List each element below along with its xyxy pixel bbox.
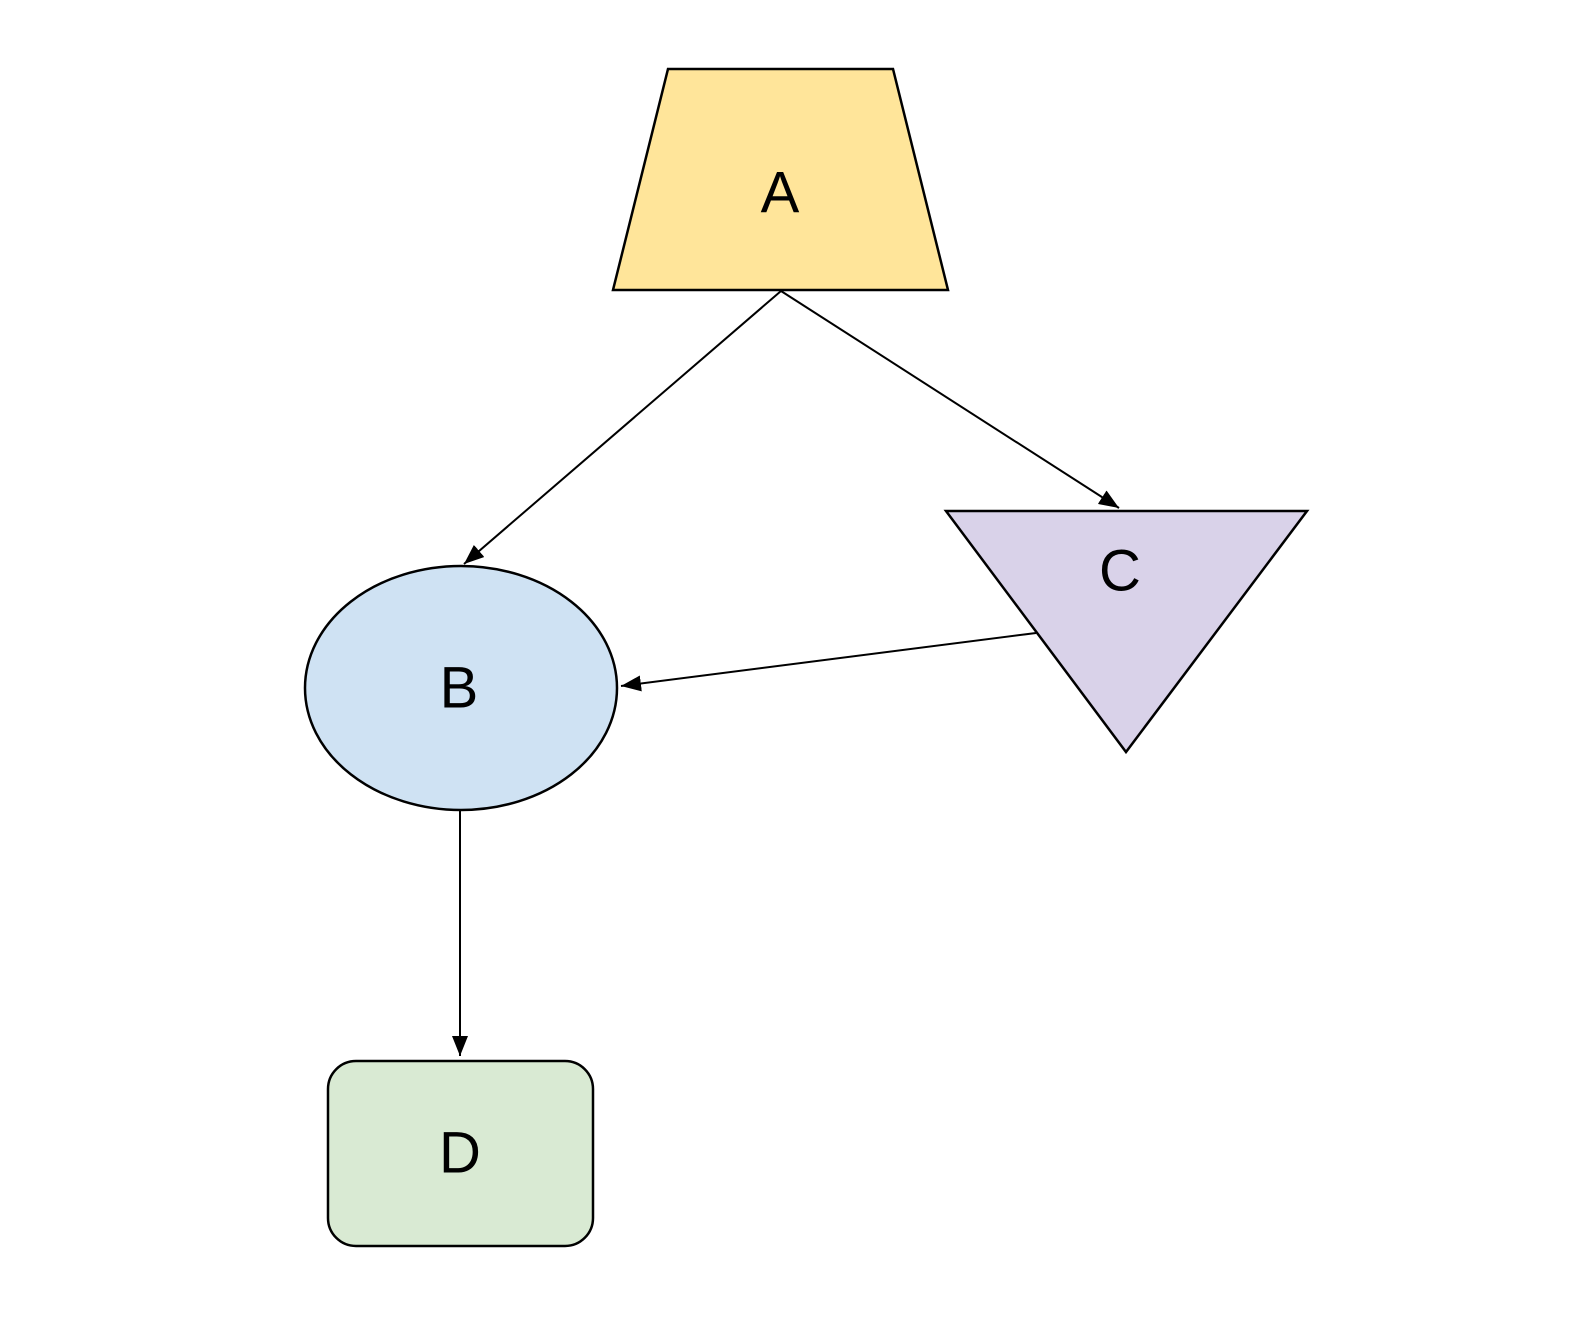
node-c: C [943, 509, 1310, 755]
node-d-label: D [439, 1121, 481, 1186]
edge-a-to-c-arrow [780, 290, 1120, 509]
node-b: B [303, 564, 619, 812]
node-b-label: B [440, 656, 479, 721]
inverted-triangle-shape [943, 509, 1310, 755]
edges-group [452, 290, 1120, 1056]
rounded-rectangle-shape [326, 1059, 595, 1248]
edge-c-to-b-arrow [620, 632, 1037, 692]
ellipse-shape [303, 564, 619, 812]
node-a-label: A [761, 161, 800, 226]
node-c-label: C [1099, 539, 1141, 604]
edge-a-to-b-arrow [463, 290, 782, 565]
node-d: D [326, 1059, 595, 1248]
node-a: A [611, 67, 950, 292]
trapezoid-shape [611, 67, 950, 292]
